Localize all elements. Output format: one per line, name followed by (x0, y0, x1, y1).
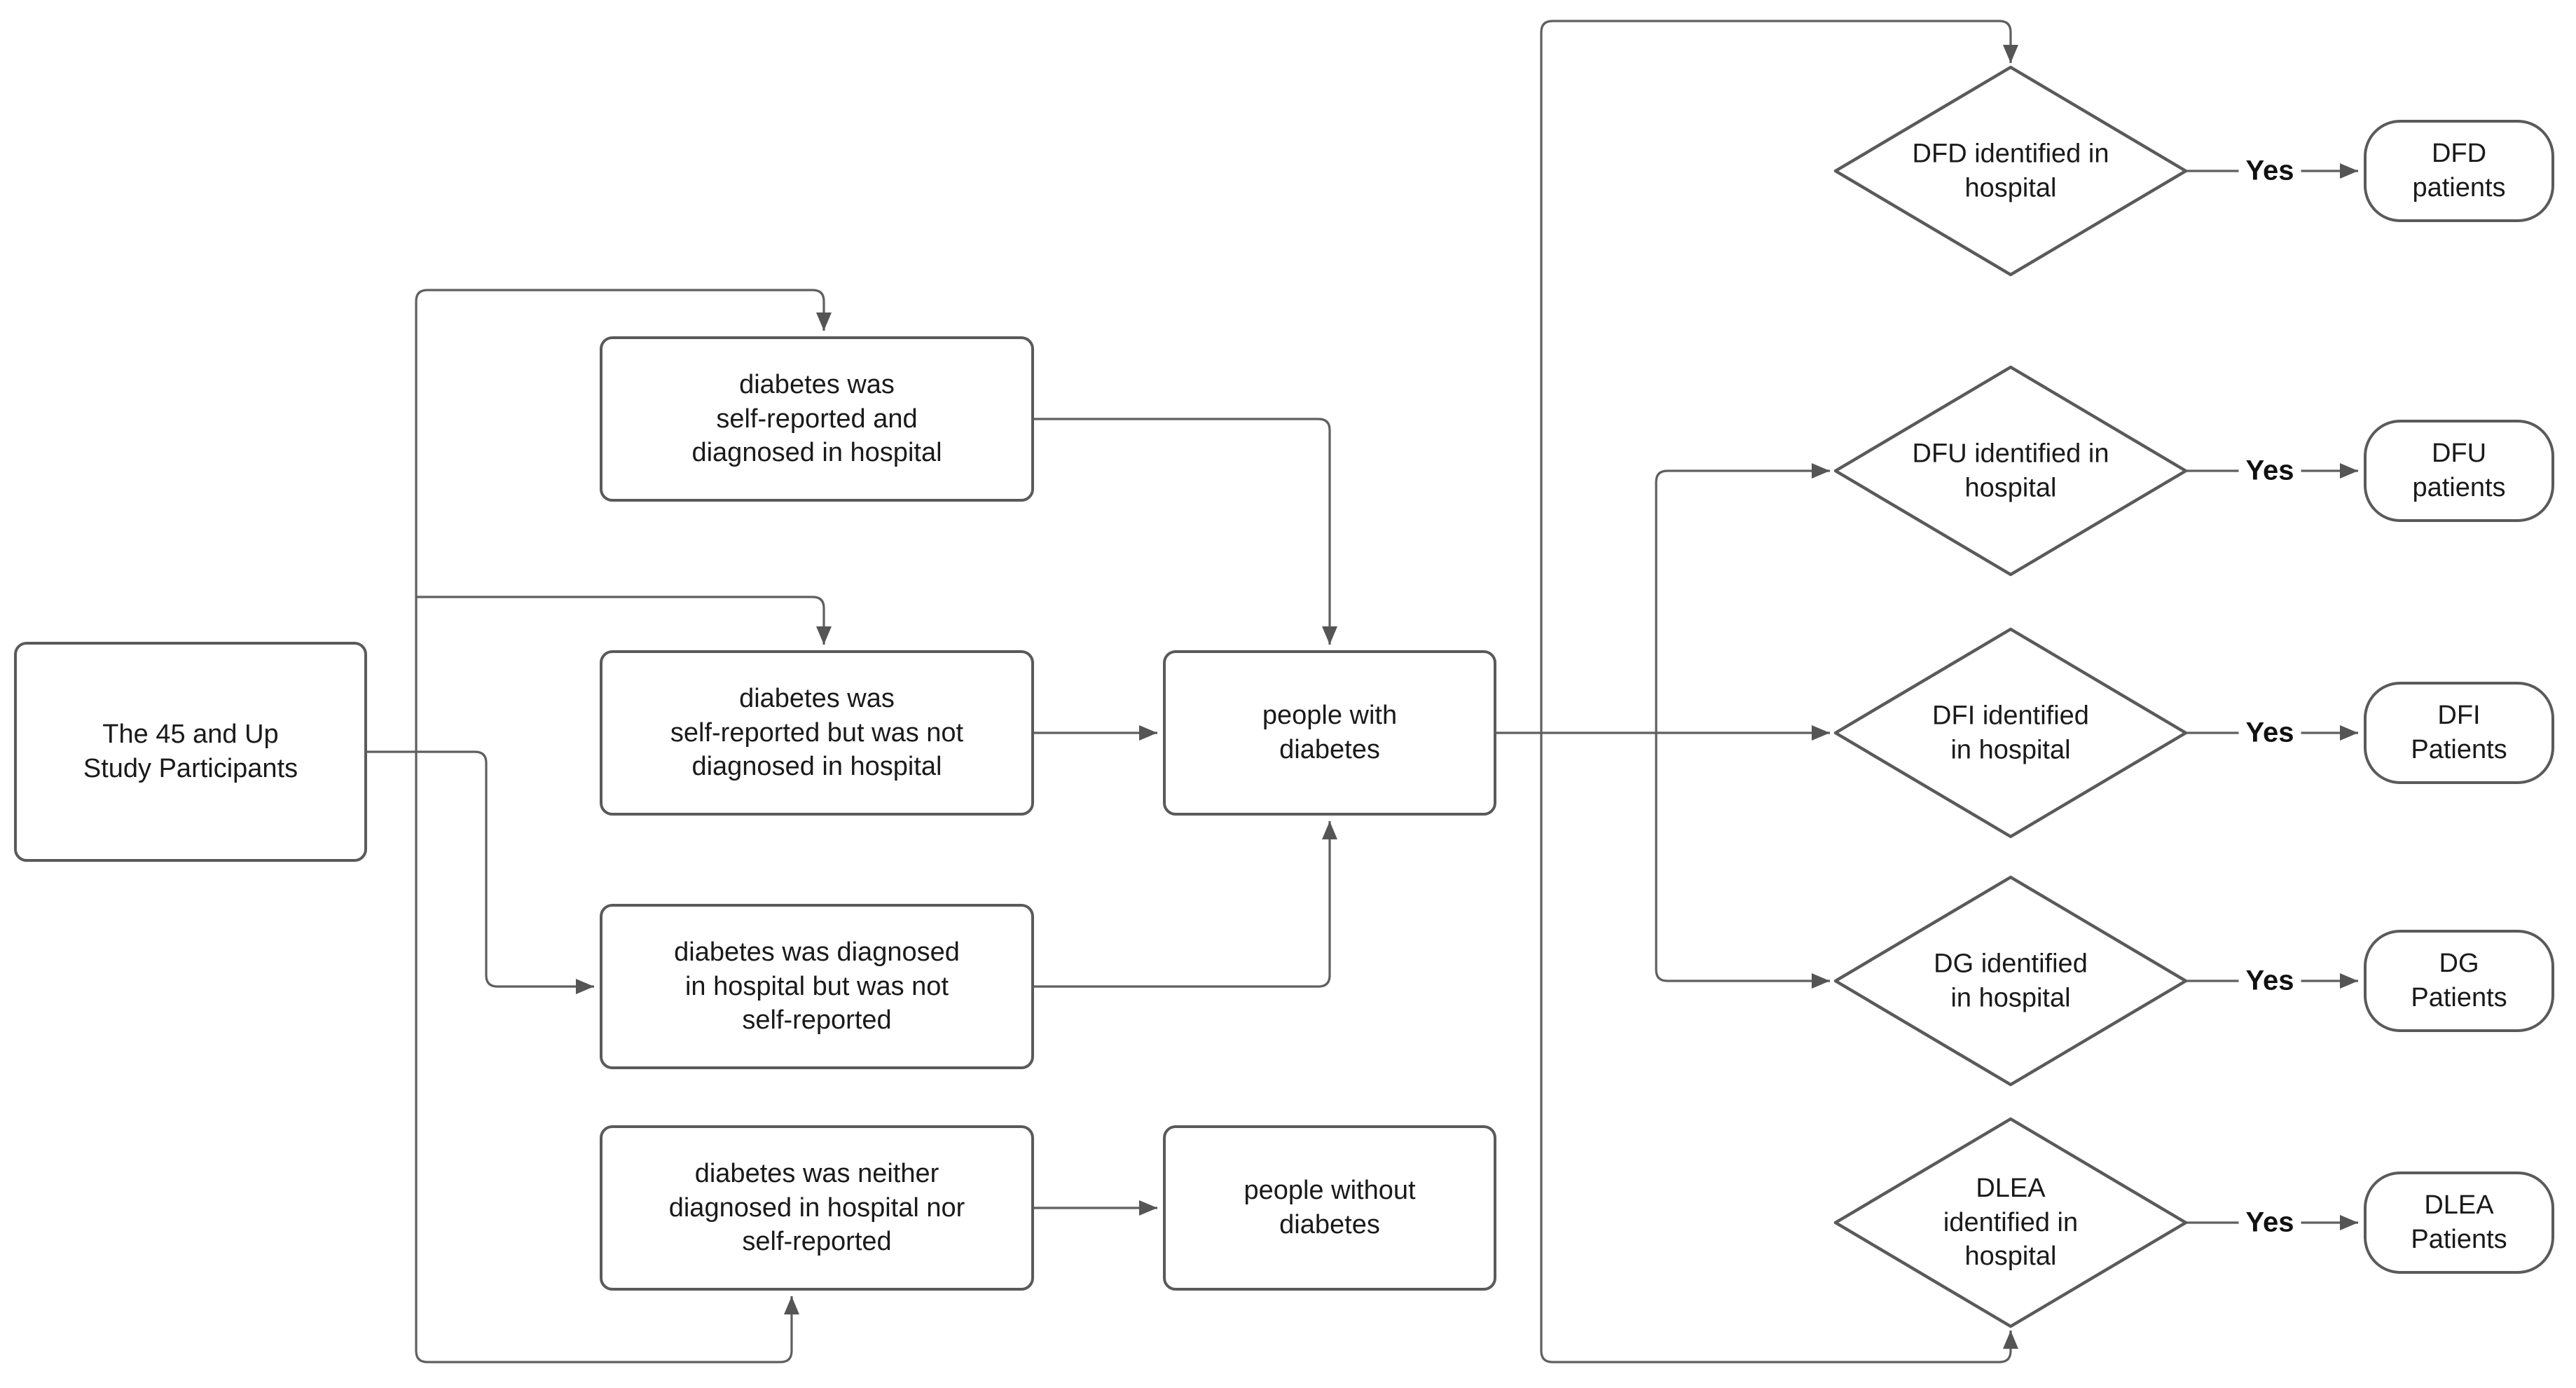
terminal-dg-patients-label: DG Patients (2411, 949, 2507, 1012)
node-hospital-not-self-reported: diabetes was diagnosed in hospital but w… (600, 904, 1034, 1069)
edge-participants-to-hospital-not-self-reported (367, 750, 594, 994)
decision-dlea-shape (1833, 1117, 2188, 1328)
edge-participants-to-neither (415, 752, 799, 1363)
node-self-reported-not-hospital-label: diabetes was self-reported but was not d… (670, 684, 964, 782)
node-people-without-diabetes: people without diabetes (1163, 1125, 1496, 1291)
terminal-dlea-patients-label: DLEA Patients (2411, 1190, 2507, 1254)
yes-label-dfu: Yes (2238, 455, 2301, 487)
terminal-dlea-patients: DLEA Patients (2364, 1171, 2554, 1274)
terminal-dfd-patients: DFD patients (2364, 120, 2554, 222)
yes-label-dfd: Yes (2238, 155, 2301, 187)
decision-dg-label: DG identified in hospital (1934, 949, 2088, 1012)
node-participants: The 45 and Up Study Participants (14, 642, 367, 862)
edge-people-with-to-dlea (1540, 733, 2018, 1363)
decision-dfu-label: DFU identified in hospital (1912, 439, 2109, 502)
node-self-reported-and-hospital: diabetes was self-reported and diagnosed… (600, 336, 1034, 502)
terminal-dfu-patients-label: DFU patients (2412, 439, 2506, 502)
terminal-dfi-patients: DFI Patients (2364, 682, 2554, 784)
node-neither-label: diabetes was neither diagnosed in hospit… (668, 1159, 965, 1257)
edge-cat3-to-people-with (1034, 821, 1337, 988)
node-self-reported-not-hospital: diabetes was self-reported but was not d… (600, 650, 1034, 816)
node-hospital-not-self-reported-label: diabetes was diagnosed in hospital but w… (674, 937, 960, 1036)
node-people-without-diabetes-label: people without diabetes (1244, 1176, 1416, 1239)
node-neither-hospital-nor-self-reported: diabetes was neither diagnosed in hospit… (600, 1125, 1034, 1291)
edge-participants-to-self-reported-and-hospital (415, 289, 832, 752)
yes-label-dfi: Yes (2238, 717, 2301, 749)
edge-people-with-to-dfu (1655, 463, 1830, 733)
decision-dlea-label: DLEA identified in hospital (1943, 1174, 2079, 1272)
edge-people-with-to-dfd (1540, 20, 2018, 733)
terminal-dfu-patients: DFU patients (2364, 420, 2554, 522)
edge-participants-to-self-reported-not-hospital (416, 596, 832, 645)
node-people-with-diabetes: people with diabetes (1163, 650, 1496, 816)
node-self-reported-and-hospital-label: diabetes was self-reported and diagnosed… (691, 370, 942, 468)
yes-label-dlea: Yes (2238, 1207, 2301, 1239)
decision-dfi-shape (1833, 627, 2188, 839)
yes-label-dg: Yes (2238, 965, 2301, 997)
terminal-dfi-patients-label: DFI Patients (2411, 701, 2507, 764)
edge-cat1-to-people-with (1034, 418, 1337, 645)
edge-people-with-to-dg (1655, 733, 1830, 989)
node-participants-label: The 45 and Up Study Participants (83, 720, 298, 783)
decision-dfu-shape (1833, 365, 2188, 577)
decision-dfd-shape (1833, 65, 2188, 277)
terminal-dg-patients: DG Patients (2364, 930, 2554, 1032)
decision-dg-shape (1833, 875, 2188, 1087)
decision-dfi-label: DFI identified in hospital (1932, 701, 2089, 764)
node-people-with-diabetes-label: people with diabetes (1262, 701, 1398, 764)
decision-dfd-label: DFD identified in hospital (1912, 139, 2109, 202)
terminal-dfd-patients-label: DFD patients (2412, 139, 2506, 202)
